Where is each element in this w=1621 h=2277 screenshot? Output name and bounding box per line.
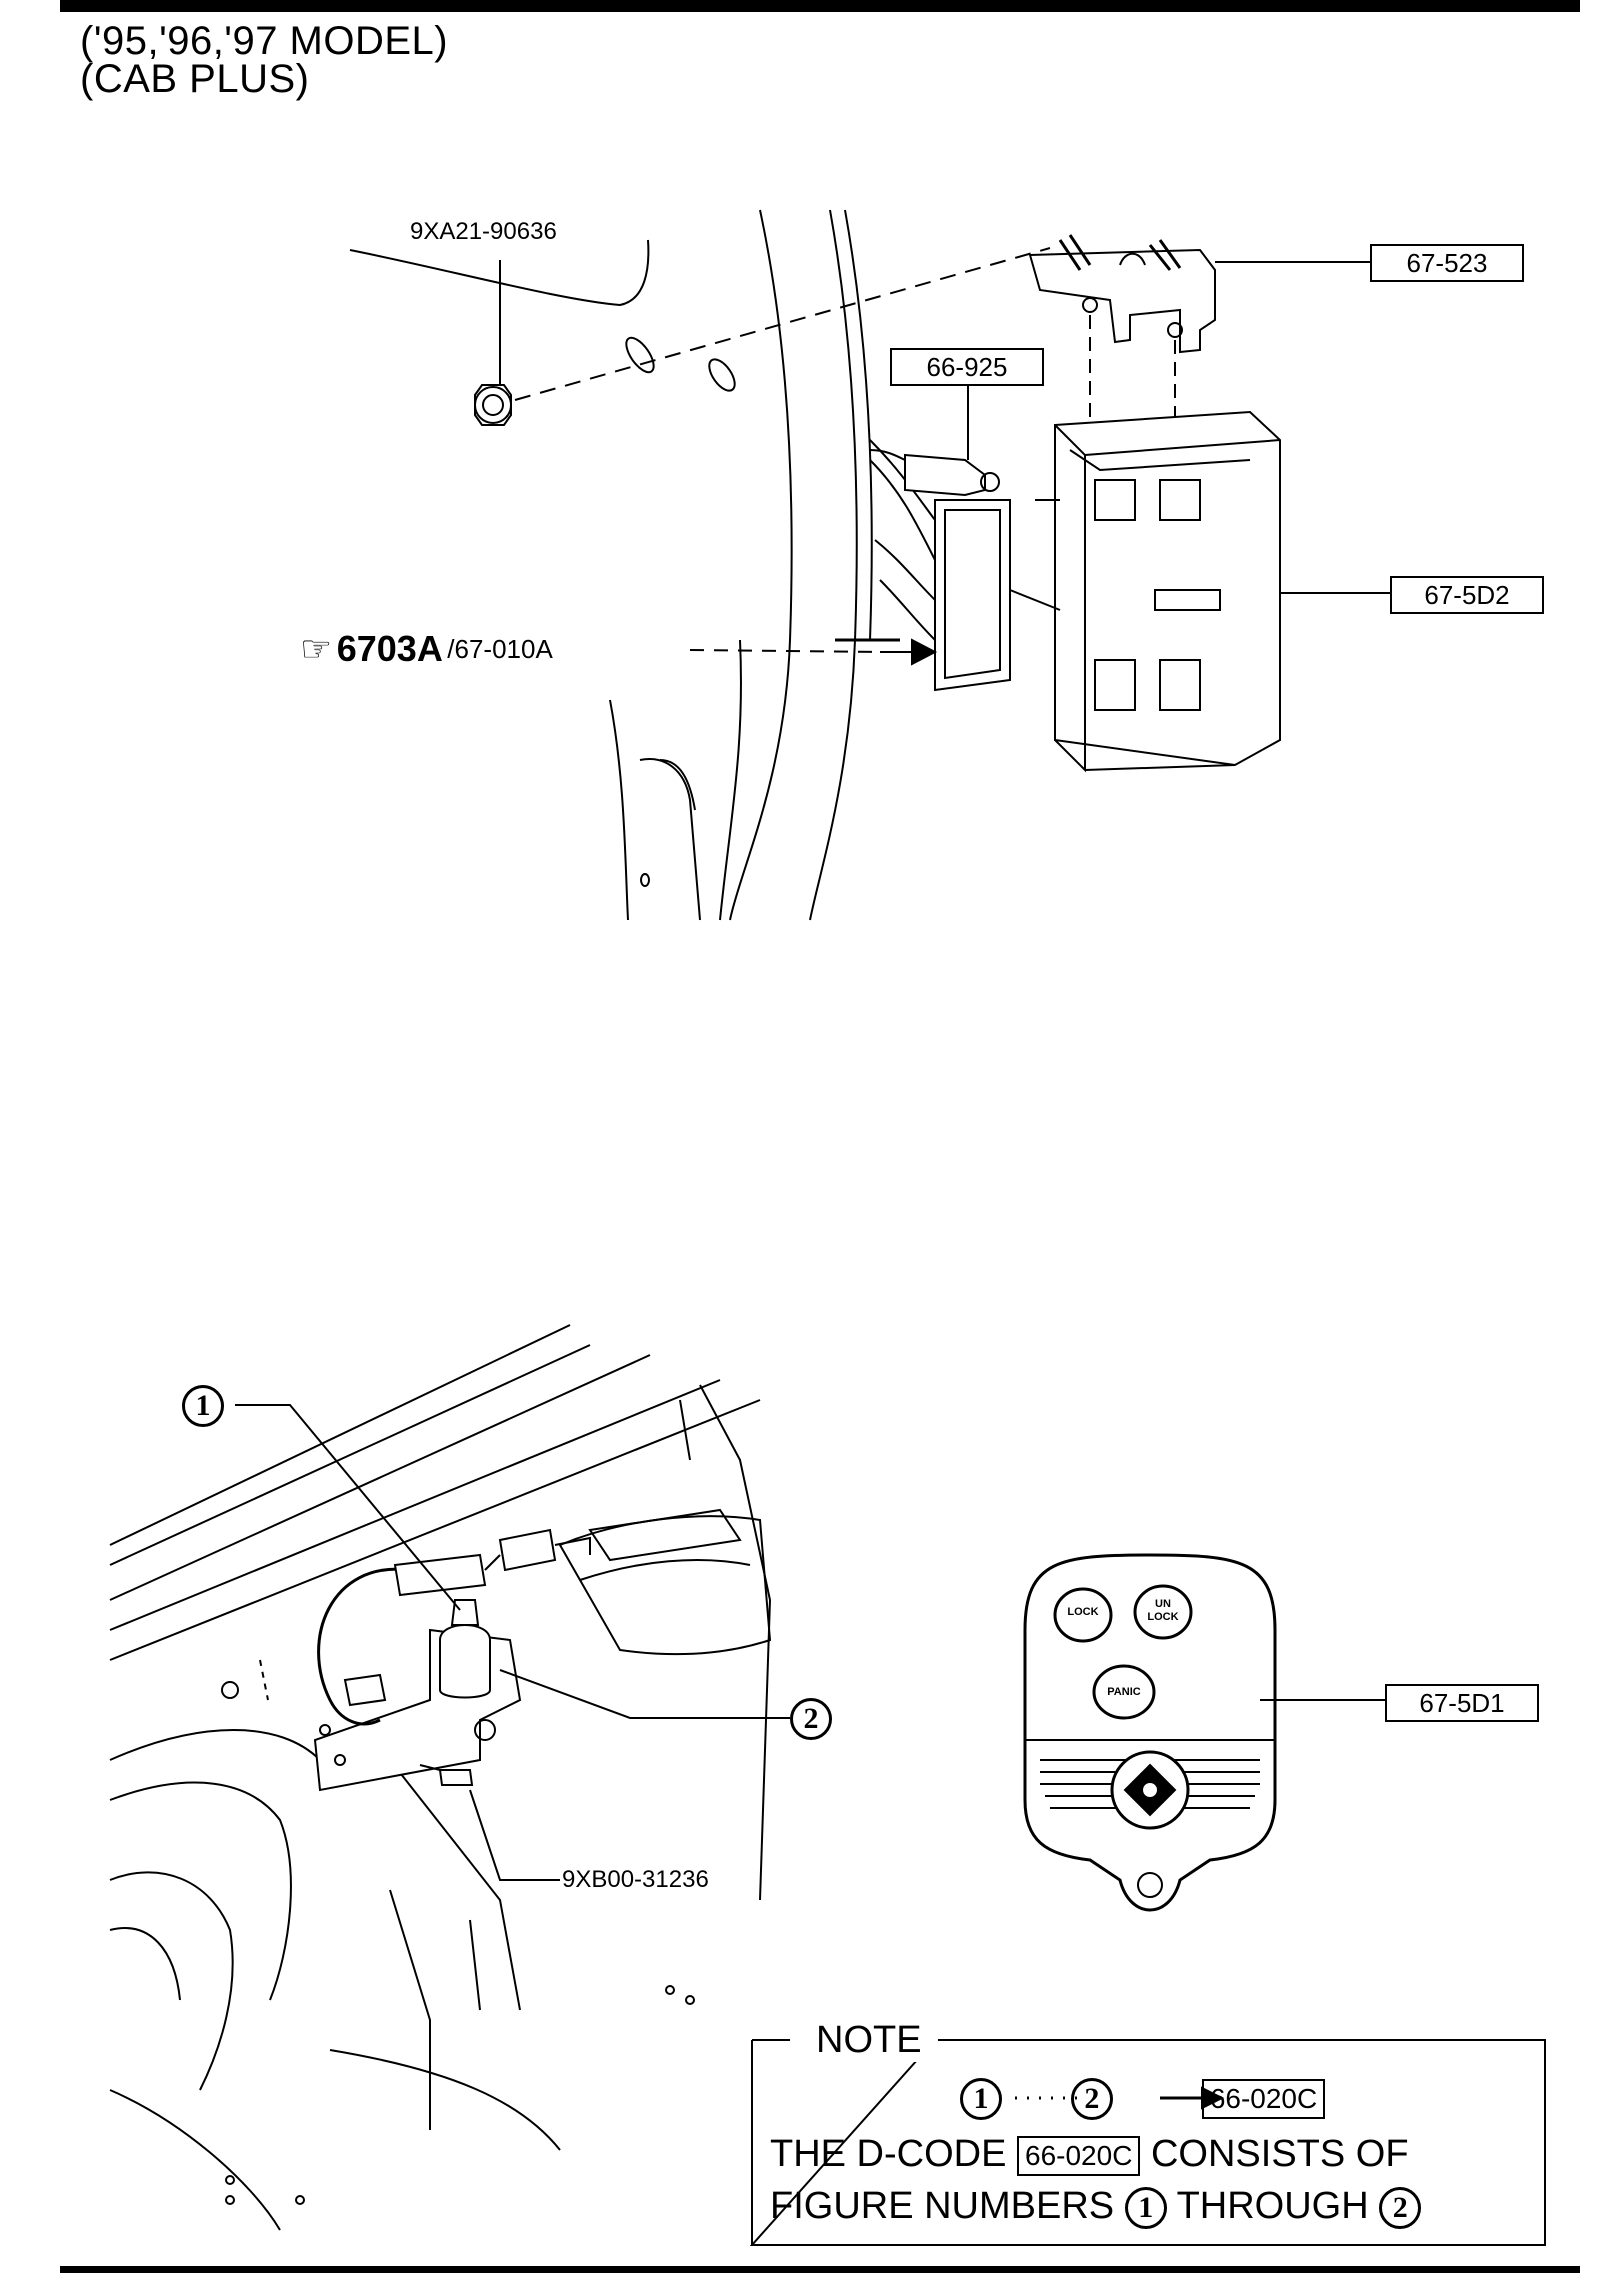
note-range-dcode-box: 66-020C [1201, 2079, 1326, 2119]
cab-type-heading: (CAB PLUS) [80, 57, 310, 101]
remote-unlock-label-line1: UN [1155, 1598, 1171, 1610]
model-years-heading: ('95,'96,'97 MODEL) [80, 19, 449, 63]
note-line-1: THE D-CODE 66-020C CONSISTS OF [770, 2132, 1409, 2176]
note-title: NOTE [800, 2018, 938, 2062]
remote-unlock-label-line2: LOCK [1147, 1611, 1179, 1623]
group-reference: ☞ 6703A /67-010A [300, 628, 553, 670]
module-dcode-box: 67-5D2 [1390, 576, 1544, 614]
note-line-1-end: CONSISTS OF [1150, 2133, 1409, 2175]
remote-unlock-button-label: UN LOCK [1138, 1598, 1188, 1624]
note-line-2-end: THROUGH [1176, 2185, 1369, 2227]
top-rule [60, 0, 1580, 12]
bolt-part-number: 9XB00-31236 [562, 1866, 709, 1893]
group-reference-subcode: /67-010A [447, 634, 553, 664]
note-figure-range: 1 2 66-020C [960, 2078, 1326, 2120]
nut-part-number: 9XA21-90636 [410, 218, 557, 245]
antenna-dcode-box: 66-925 [890, 348, 1044, 386]
note-line-2-start: FIGURE NUMBERS [770, 2185, 1115, 2227]
note-line-2: FIGURE NUMBERS 1 THROUGH 2 [770, 2184, 1422, 2229]
note-inline-dcode-box: 66-020C [1017, 2135, 1141, 2176]
bottom-rule [60, 2266, 1580, 2273]
remote-dcode-box: 67-5D1 [1385, 1684, 1539, 1722]
pointing-hand-icon: ☞ [300, 628, 333, 669]
note-range-end-callout: 2 [1070, 2078, 1113, 2120]
figure-number-1-callout: 1 [182, 1385, 224, 1427]
group-reference-code: 6703A [336, 628, 443, 669]
remote-panic-button-label: PANIC [1107, 1686, 1141, 1698]
figure-number-2-callout: 2 [790, 1698, 832, 1740]
remote-lock-button-label: LOCK [1067, 1606, 1099, 1618]
top-figure-drawing [349, 209, 1390, 921]
note-line-2-callout-1: 1 [1124, 2186, 1167, 2229]
note-range-start-callout: 1 [960, 2078, 1002, 2120]
note-line-1-start: THE D-CODE [770, 2133, 1007, 2175]
bracket-dcode-box: 67-523 [1370, 244, 1524, 282]
note-line-2-callout-2: 2 [1379, 2186, 1422, 2229]
